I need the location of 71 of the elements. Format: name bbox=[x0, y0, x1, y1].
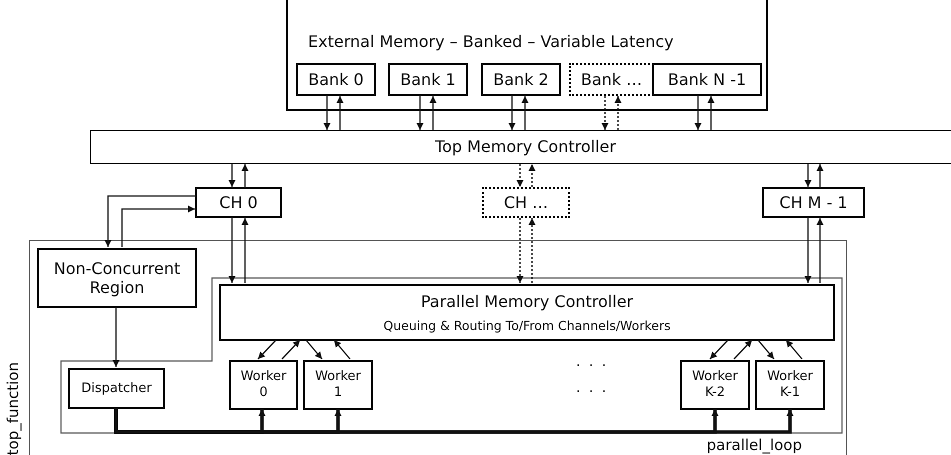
block-box bbox=[296, 63, 376, 96]
arrow bbox=[804, 218, 812, 283]
arrow bbox=[228, 218, 236, 283]
box-label: Bank N -1 bbox=[668, 70, 746, 90]
arrow bbox=[528, 218, 536, 283]
region-label: parallel_loop bbox=[706, 436, 802, 454]
box-label: Parallel Memory Controller bbox=[420, 292, 634, 312]
box-subtitle: Queuing & Routing To/From Channels/Workers bbox=[383, 318, 671, 333]
arrow bbox=[334, 340, 350, 360]
arrow bbox=[804, 164, 812, 187]
arrow bbox=[516, 218, 524, 283]
ellipsis: . . . bbox=[576, 354, 608, 370]
box-label: Bank 0 bbox=[308, 70, 364, 90]
worker-box bbox=[303, 360, 373, 410]
block-box bbox=[762, 187, 865, 218]
arrow bbox=[258, 340, 276, 360]
arrow bbox=[528, 164, 536, 187]
arrow bbox=[522, 96, 528, 130]
region-title: External Memory – Banked – Variable Latency bbox=[308, 32, 674, 51]
arrow bbox=[508, 96, 516, 130]
box-label: Non-Concurrent Region bbox=[52, 258, 182, 298]
arrow bbox=[104, 195, 195, 247]
arrow bbox=[614, 96, 622, 130]
box-label: CH M - 1 bbox=[779, 192, 848, 212]
arrow bbox=[306, 340, 322, 360]
arrow bbox=[516, 164, 524, 187]
arrow bbox=[430, 96, 436, 130]
box-label: CH 0 bbox=[219, 192, 258, 212]
box-label: Worker K-2 bbox=[691, 369, 739, 401]
controller-box bbox=[219, 284, 835, 341]
arrow bbox=[816, 164, 824, 187]
box-label: Dispatcher bbox=[81, 380, 152, 396]
box-label: Bank … bbox=[580, 70, 642, 90]
arrow bbox=[228, 164, 236, 187]
block-box bbox=[652, 63, 762, 96]
box-label: Worker 0 bbox=[240, 369, 288, 401]
block-box bbox=[68, 368, 165, 409]
block-box bbox=[37, 248, 197, 308]
memory-region bbox=[286, 0, 768, 111]
arrow bbox=[602, 96, 608, 130]
arrow bbox=[710, 340, 728, 360]
box-label: CH … bbox=[504, 192, 548, 212]
box-label: Top Memory Controller bbox=[435, 137, 616, 157]
placeholder-box bbox=[482, 187, 570, 218]
box-label: Bank 2 bbox=[493, 70, 549, 90]
controller-bar bbox=[90, 130, 951, 164]
arrow bbox=[708, 96, 714, 130]
block-box bbox=[195, 187, 282, 218]
arrow bbox=[282, 340, 300, 360]
arrow bbox=[786, 340, 802, 360]
arrow bbox=[242, 218, 248, 283]
box-label: Worker 1 bbox=[314, 369, 362, 401]
box-label: Worker K-1 bbox=[766, 369, 814, 401]
worker-box bbox=[229, 360, 298, 410]
arrow bbox=[121, 206, 195, 247]
arrow bbox=[112, 307, 120, 367]
arrow bbox=[336, 96, 344, 130]
arrow bbox=[816, 218, 824, 283]
block-box bbox=[388, 63, 468, 96]
arrow bbox=[694, 96, 702, 130]
worker-box bbox=[680, 360, 750, 410]
arrow bbox=[758, 340, 774, 360]
arrow bbox=[242, 164, 248, 187]
block-box bbox=[481, 63, 561, 96]
ellipsis: . . . bbox=[576, 380, 608, 396]
box-label: Bank 1 bbox=[400, 70, 456, 90]
worker-box bbox=[755, 360, 825, 410]
arrow bbox=[416, 96, 424, 130]
arrow bbox=[734, 340, 752, 360]
arrow bbox=[324, 96, 330, 130]
region-label: top_function bbox=[4, 362, 22, 455]
